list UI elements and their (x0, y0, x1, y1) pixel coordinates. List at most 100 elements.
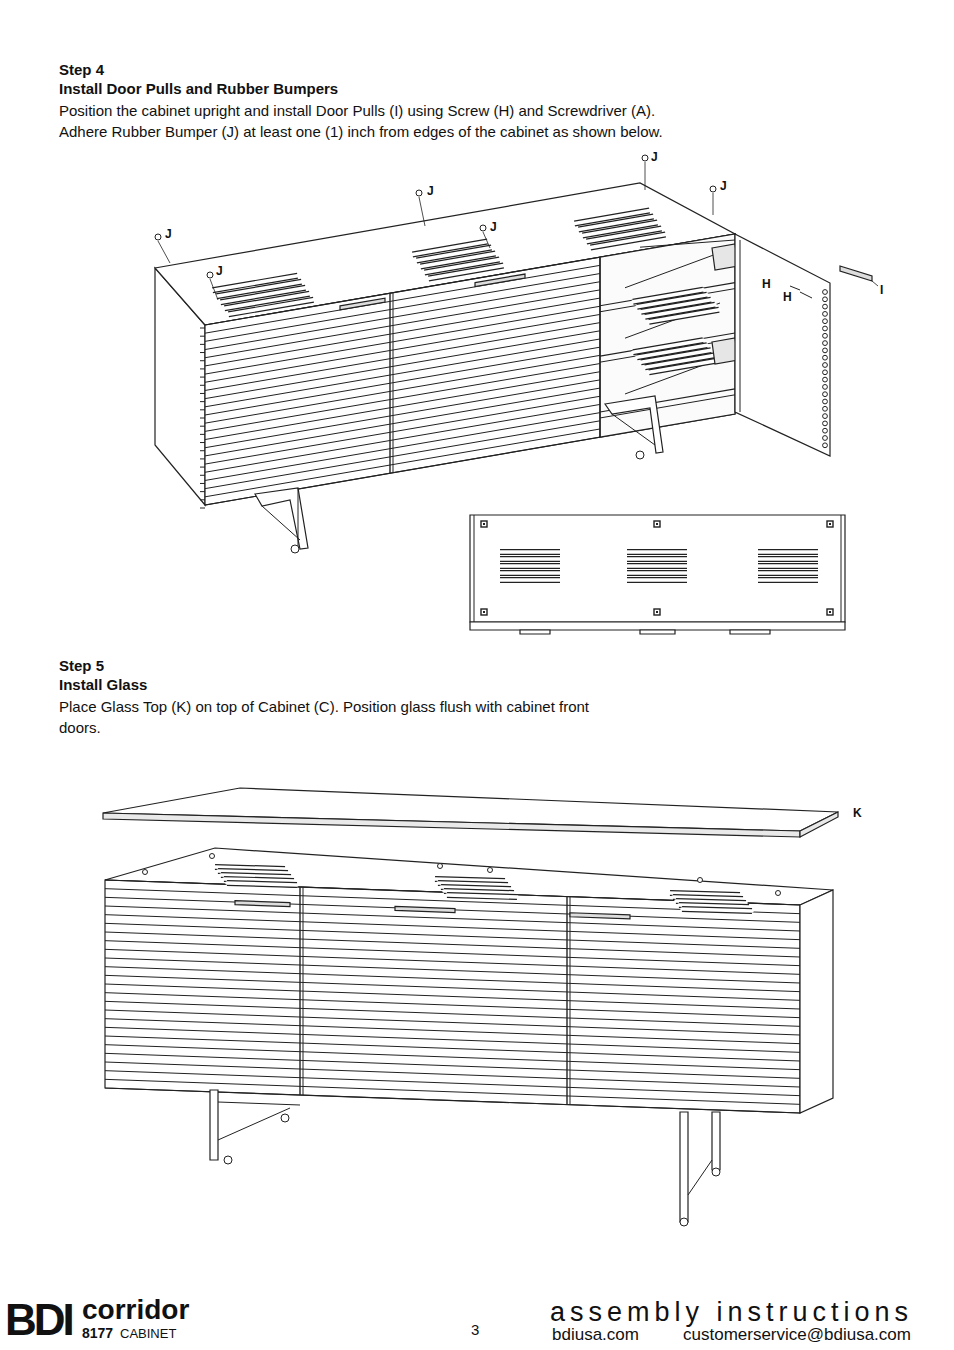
leg-foot (291, 545, 299, 553)
leader-line (645, 162, 646, 190)
vent-slot (627, 563, 687, 569)
vent-slot (627, 577, 687, 583)
shelf-back (625, 253, 720, 288)
inset-frame (470, 515, 845, 622)
leg-post (680, 1112, 688, 1222)
slat-tick (200, 483, 205, 484)
page-text: Install Door Pulls and Rubber Bumpers (59, 80, 338, 98)
vent-slot (500, 556, 560, 562)
slat-tick (200, 360, 205, 361)
vent-slot (758, 570, 818, 576)
bumper-center (829, 611, 831, 613)
vent-slot-inner (758, 564, 818, 568)
part-callout: K (853, 806, 862, 820)
vent-slot (500, 549, 560, 555)
leg-post (210, 1090, 218, 1160)
leader-line (872, 281, 878, 286)
door-pull (235, 901, 290, 907)
part-callout: H (762, 277, 771, 291)
inset-tab (640, 630, 675, 634)
door-slat (205, 274, 600, 342)
vent-slot-inner (627, 578, 687, 582)
bumper-dot (438, 864, 443, 869)
slat-end (823, 348, 828, 353)
door-slat (205, 314, 600, 382)
door-slat (205, 429, 600, 497)
vent-slot-inner (627, 550, 687, 554)
leg-frame (255, 488, 308, 549)
glass-edge (800, 812, 838, 837)
screw (800, 292, 812, 298)
leg-foot (680, 1218, 688, 1226)
page-text: Step 5 (59, 657, 104, 675)
door-edge (740, 240, 741, 412)
leader-line (158, 241, 170, 263)
hinge (712, 338, 738, 364)
door-slat (205, 323, 600, 391)
vent-slot (758, 577, 818, 583)
leg-brace (688, 1160, 712, 1195)
leader-line (483, 232, 490, 248)
vent-slot-inner (682, 909, 752, 911)
vent-slot (627, 549, 687, 555)
door-slat (205, 413, 600, 481)
leader-line (210, 279, 218, 300)
vent-slot-inner (500, 557, 560, 561)
leg-foot (636, 451, 644, 459)
bumper-dot (776, 891, 781, 896)
slat-tick (200, 450, 205, 451)
glass-edge (103, 813, 800, 837)
vent-slot-inner (627, 564, 687, 568)
vent-slot-inner (627, 571, 687, 575)
bumper-dot (642, 155, 648, 161)
slat-end (823, 443, 828, 448)
screw (790, 286, 800, 290)
page-text: bdiusa.com (552, 1325, 639, 1345)
bumper-square (654, 521, 660, 527)
door-gap (599, 257, 600, 437)
vent-slot (500, 577, 560, 583)
vent-slot (758, 549, 818, 555)
vent-slot (447, 895, 517, 897)
instruction-text: Place Glass Top (K) on top of Cabinet (C… (59, 696, 631, 738)
leg-foot (712, 1168, 720, 1176)
door-gap (393, 293, 394, 473)
leader-line (419, 197, 425, 226)
slat-tick (200, 508, 205, 509)
vent-slot-inner (447, 895, 517, 897)
page-text: Install Glass (59, 676, 147, 694)
door-pull (475, 274, 525, 287)
leg-brace (612, 414, 655, 445)
bumper-square (827, 521, 833, 527)
bumper-center (656, 611, 658, 613)
slat-end (823, 297, 828, 302)
door-slat (105, 1088, 800, 1113)
part-callout: I (880, 283, 883, 297)
bumper-square (481, 521, 487, 527)
vent-slot (227, 883, 297, 885)
vent-slot-inner (500, 550, 560, 554)
inset-edge (841, 515, 842, 622)
door-slat (205, 372, 600, 440)
part-callout: J (490, 220, 497, 234)
slat-end (823, 312, 828, 317)
vent-slot-inner (429, 266, 504, 279)
bumper-dot (480, 225, 486, 231)
door-gap (299, 887, 300, 1095)
cabinet-front (205, 234, 735, 505)
door-slat (205, 298, 600, 366)
door-slat (205, 388, 600, 456)
vent-slot (649, 310, 719, 322)
vent-slot (627, 570, 687, 576)
slat-end (823, 304, 828, 309)
bumper-dot (416, 190, 422, 196)
slat-tick (200, 336, 205, 337)
vent-slot-inner (500, 578, 560, 582)
slat-tick (200, 377, 205, 378)
bumper-dot (207, 272, 213, 278)
inset-edge (474, 515, 475, 622)
bumper-square (827, 609, 833, 615)
vent-slot-inner (649, 310, 719, 322)
slat-tick (200, 491, 205, 492)
